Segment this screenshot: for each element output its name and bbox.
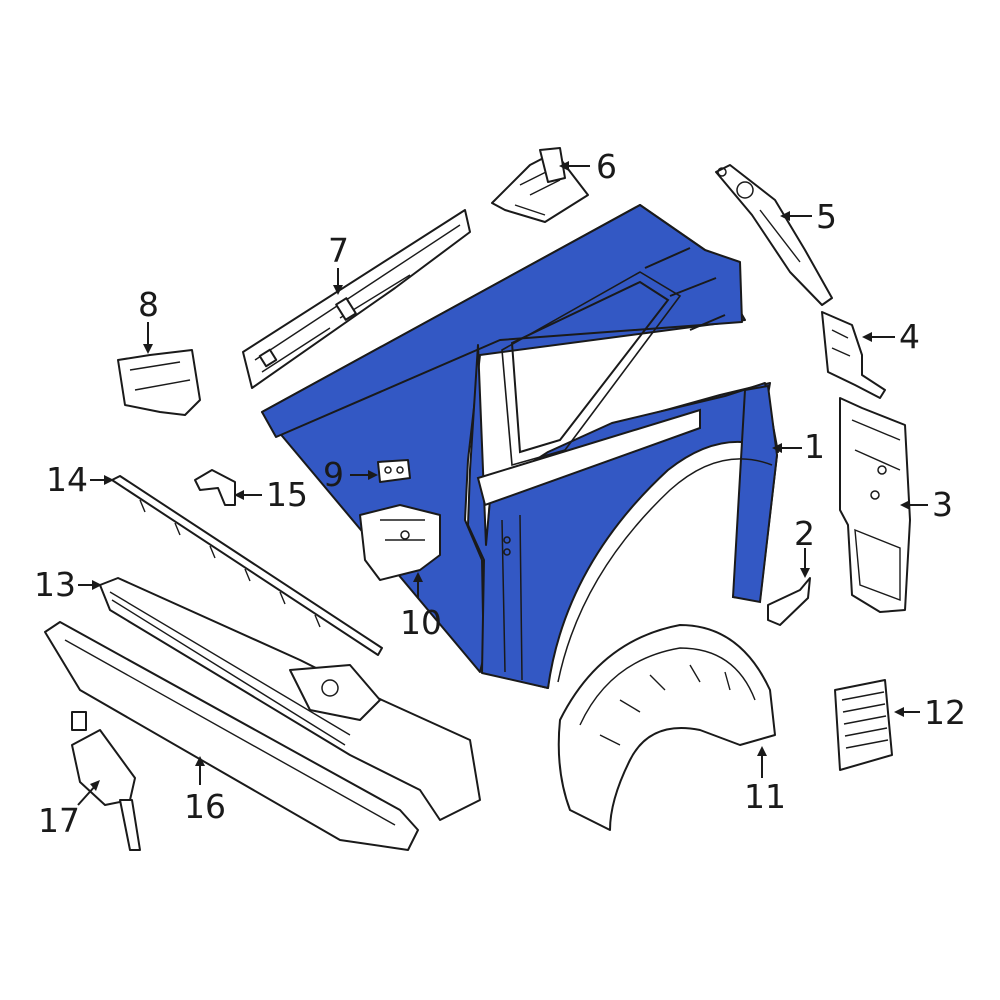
part-12-vent-grille[interactable] xyxy=(834,679,893,771)
callout-10: 10 xyxy=(400,603,442,642)
callout-9: 9 xyxy=(323,455,344,494)
part-10-reinforcement[interactable] xyxy=(359,504,441,581)
callout-17: 17 xyxy=(38,801,80,840)
part-2-small-bracket[interactable] xyxy=(767,577,811,626)
part-3-inner-pillar[interactable] xyxy=(839,397,911,613)
callout-3: 3 xyxy=(932,485,953,524)
part-14-sill-strip[interactable] xyxy=(111,475,383,656)
part-6-bracket[interactable] xyxy=(491,147,589,223)
part-16-lower-trim[interactable] xyxy=(44,621,419,851)
part-15-clip[interactable] xyxy=(194,469,236,506)
callout-2: 2 xyxy=(794,514,815,553)
part-4-pillar-panel[interactable] xyxy=(821,311,886,399)
callout-1: 1 xyxy=(804,427,825,466)
callout-4: 4 xyxy=(899,317,920,356)
callout-15: 15 xyxy=(266,475,308,514)
callout-arrows xyxy=(77,161,928,806)
part-11-wheelhouse[interactable] xyxy=(557,624,776,831)
part-8-corner-bracket[interactable] xyxy=(117,349,201,416)
callout-12: 12 xyxy=(924,693,966,732)
part-5-pillar-bracket[interactable] xyxy=(715,164,833,306)
callout-8: 8 xyxy=(138,285,159,324)
part-17-actuator[interactable] xyxy=(71,711,141,851)
part-1-quarter-panel[interactable] xyxy=(261,204,779,689)
callout-16: 16 xyxy=(184,787,226,826)
callout-5: 5 xyxy=(816,197,837,236)
callout-11: 11 xyxy=(744,777,786,816)
callout-6: 6 xyxy=(596,147,617,186)
part-9-plate[interactable] xyxy=(377,459,411,483)
part-7-roof-rail[interactable] xyxy=(242,209,471,389)
callout-14: 14 xyxy=(46,460,88,499)
callout-7: 7 xyxy=(328,231,349,270)
callout-13: 13 xyxy=(34,565,76,604)
part-13-rocker[interactable] xyxy=(99,577,481,821)
callout-labels: 1 2 3 4 5 6 7 8 9 10 11 12 13 14 15 16 1… xyxy=(34,147,966,840)
